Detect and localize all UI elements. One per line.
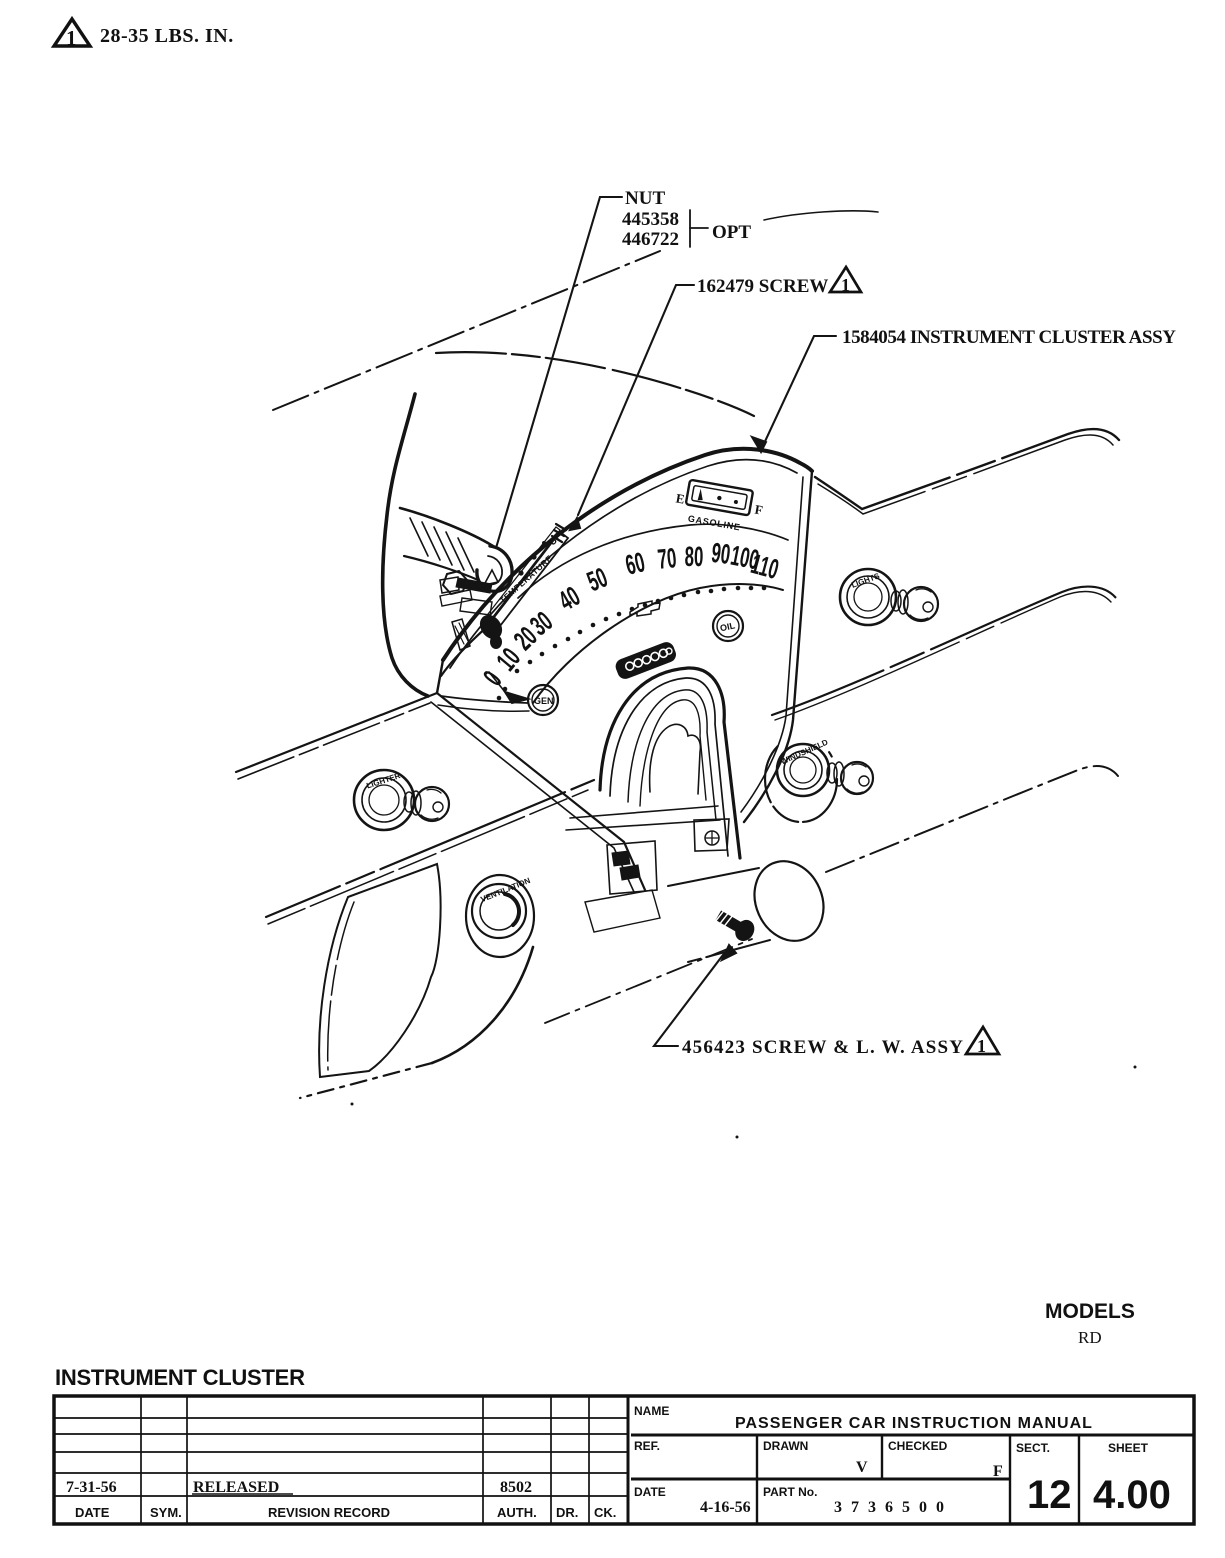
svg-text:1: 1: [977, 1036, 986, 1056]
svg-text:GEN: GEN: [534, 696, 554, 706]
svg-text:60: 60: [622, 546, 647, 581]
svg-text:DATE: DATE: [634, 1485, 666, 1499]
svg-text:E: E: [675, 490, 686, 506]
svg-text:SHEET: SHEET: [1108, 1441, 1149, 1455]
svg-text:MODELS: MODELS: [1045, 1300, 1135, 1323]
svg-text:OIL: OIL: [719, 620, 736, 633]
svg-text:F: F: [754, 502, 764, 518]
svg-text:12: 12: [1027, 1473, 1072, 1517]
svg-text:1584054 INSTRUMENT CLUSTER ASS: 1584054 INSTRUMENT CLUSTER ASSY: [842, 327, 1176, 348]
svg-text:DR.: DR.: [556, 1505, 578, 1520]
svg-text:F: F: [993, 1463, 1003, 1480]
svg-text:456423 SCREW & L. W. ASSY: 456423 SCREW & L. W. ASSY: [682, 1037, 963, 1058]
svg-text:LIGHTS: LIGHTS: [850, 571, 881, 590]
svg-text:PASSENGER CAR INSTRUCTION MANU: PASSENGER CAR INSTRUCTION MANUAL: [735, 1415, 1093, 1432]
svg-text:DRAWN: DRAWN: [763, 1439, 808, 1453]
svg-text:446722: 446722: [622, 229, 679, 250]
svg-text:1: 1: [66, 26, 77, 50]
svg-text:162479 SCREW: 162479 SCREW: [697, 276, 828, 297]
svg-text:7-31-56: 7-31-56: [66, 1479, 117, 1496]
svg-text:NAME: NAME: [634, 1404, 669, 1418]
svg-text:445358: 445358: [622, 209, 679, 230]
svg-text:90: 90: [710, 537, 732, 571]
svg-text:40: 40: [553, 580, 585, 617]
svg-text:SYM.: SYM.: [150, 1505, 182, 1520]
svg-text:DATE: DATE: [75, 1505, 110, 1520]
svg-text:50: 50: [583, 561, 612, 597]
svg-text:4-16-56: 4-16-56: [700, 1499, 751, 1516]
svg-text:INSTRUMENT CLUSTER: INSTRUMENT CLUSTER: [55, 1365, 305, 1390]
svg-text:NUT: NUT: [625, 188, 665, 209]
svg-text:PART No.: PART No.: [763, 1485, 817, 1499]
svg-text:REF.: REF.: [634, 1439, 660, 1453]
svg-text:8502: 8502: [500, 1479, 532, 1496]
svg-text:1: 1: [841, 275, 850, 295]
svg-text:100: 100: [728, 539, 762, 575]
svg-text:80: 80: [684, 540, 703, 572]
svg-text:28-35 LBS. IN.: 28-35 LBS. IN.: [100, 25, 234, 47]
svg-text:4.00: 4.00: [1093, 1473, 1171, 1517]
svg-text:OPT: OPT: [712, 222, 751, 243]
svg-text:0: 0: [477, 665, 508, 691]
svg-text:GASOLINE: GASOLINE: [687, 513, 741, 532]
svg-text:CK.: CK.: [594, 1505, 616, 1520]
svg-text:SECT.: SECT.: [1016, 1441, 1050, 1455]
svg-text:AUTH.: AUTH.: [497, 1505, 537, 1520]
svg-text:3736500: 3736500: [834, 1499, 953, 1516]
svg-text:RD: RD: [1078, 1328, 1102, 1347]
svg-text:70: 70: [656, 542, 678, 575]
svg-text:CHECKED: CHECKED: [888, 1439, 948, 1453]
svg-text:V: V: [856, 1459, 868, 1476]
svg-text:REVISION RECORD: REVISION RECORD: [268, 1505, 390, 1520]
svg-text:RELEASED: RELEASED: [193, 1479, 279, 1496]
